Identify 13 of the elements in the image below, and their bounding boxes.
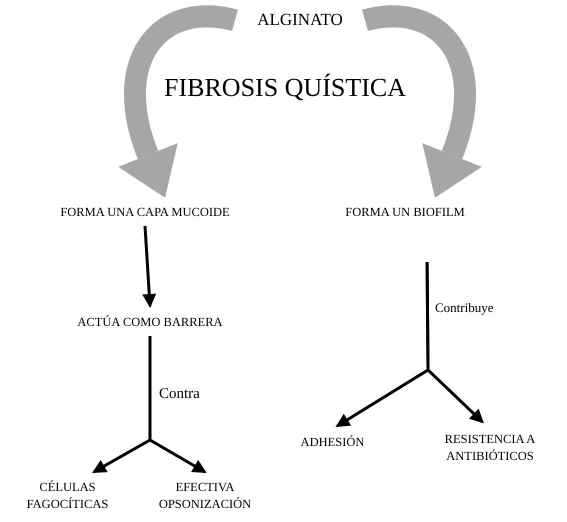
node-label: RESISTENCIA A ANTIBIÓTICOS [444,431,536,465]
arrow [426,262,484,424]
edge-label: Contribuye [433,300,496,316]
node-label: ACTÚA COMO BARRERA [77,314,223,330]
node-label: ALGINATO [257,8,343,30]
node-label: FORMA UNA CAPA MUCOIDE [60,204,230,220]
node-label: FORMA UN BIOFILM [345,204,465,220]
node-label: CÉLULAS FAGOCÍTICAS [26,479,110,513]
node-label: ADHESIÓN [300,434,364,450]
node-label: FIBROSIS QUÍSTICA [164,73,406,103]
node-label: EFECTIVA OPSONIZACIÓN [158,479,252,513]
arrow [142,226,156,308]
arrow [148,336,207,474]
